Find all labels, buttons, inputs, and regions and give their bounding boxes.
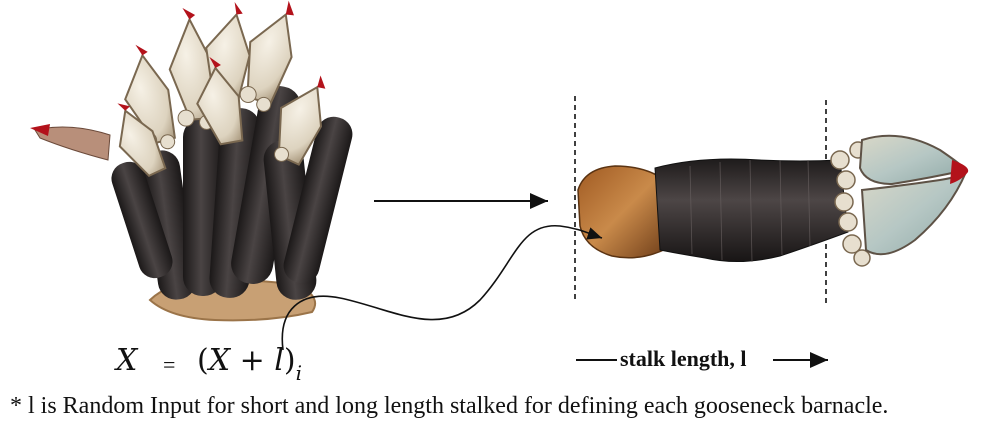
side-barnacle: [30, 124, 110, 160]
barnacle-cluster-image: [30, 0, 356, 320]
equation-open-paren: (: [197, 343, 209, 378]
equation-rhs-var: X + l: [209, 343, 284, 378]
capitulum-upper-plate: [860, 136, 966, 184]
footnote: * l is Random Input for short and long l…: [10, 393, 1000, 420]
capitulum-lower-plate: [862, 172, 966, 254]
cut-flesh-end: [578, 166, 668, 258]
single-barnacle-image: [578, 136, 968, 266]
equation-equals-sign: =: [163, 352, 175, 378]
equation-close-paren: ): [284, 343, 296, 378]
equation-rhs: (X + l)i: [197, 343, 302, 378]
equation-lhs: X: [116, 343, 137, 378]
stalk-connector-curve: [282, 226, 602, 350]
equation-subscript: i: [296, 361, 302, 385]
stalk-length-label: stalk length, l: [620, 346, 747, 372]
